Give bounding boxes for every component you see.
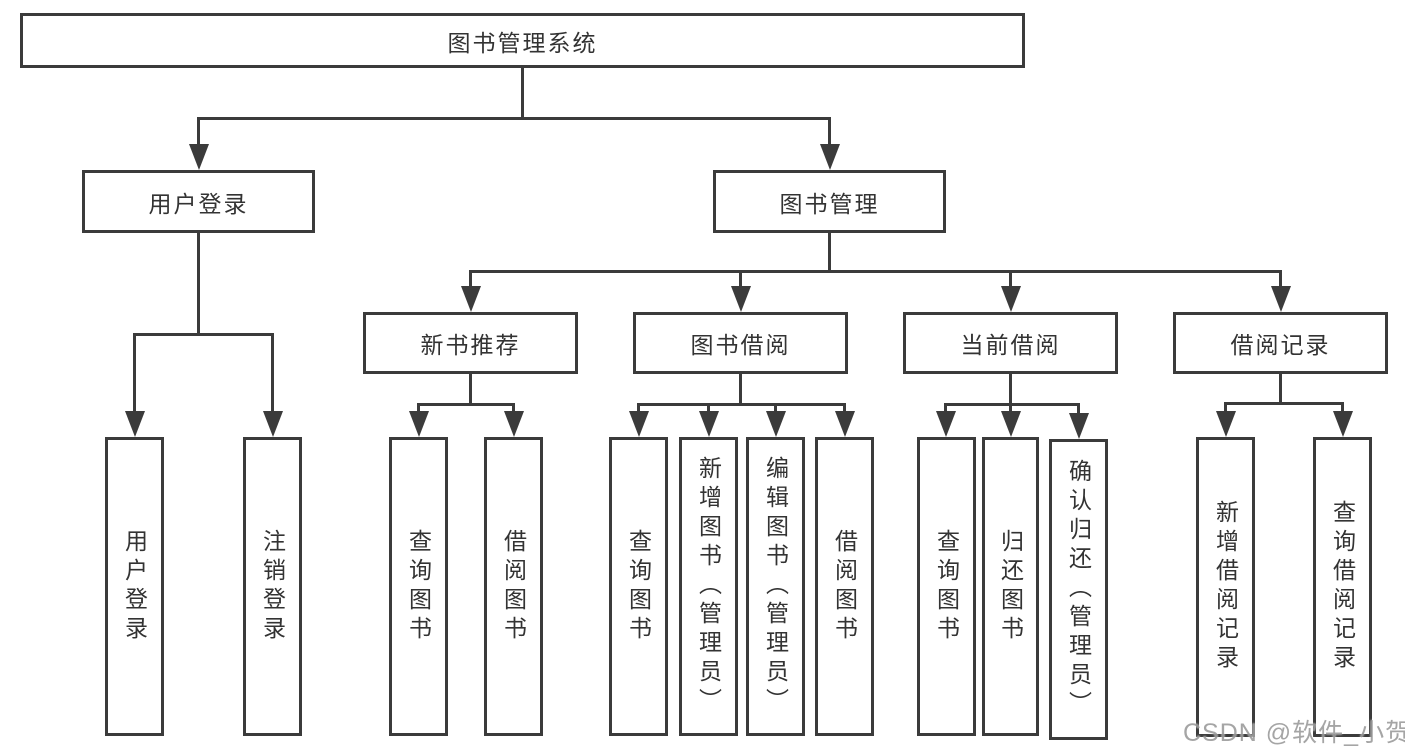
node-label: 归还图书: [997, 528, 1024, 645]
node-label: 新增图书（管理员）: [695, 456, 722, 717]
arrowhead-down-icon: [1001, 411, 1021, 437]
connector-drop-user-login: [197, 117, 200, 146]
connector-level2-bus: [197, 117, 831, 120]
arrowhead-down-icon: [731, 286, 751, 312]
connector-drop-leaf: [1077, 403, 1080, 415]
node-label: 编辑图书（管理员）: [762, 456, 789, 717]
csdn-watermark: CSDN @软件_小贺同学: [1183, 719, 1405, 747]
arrowhead-down-icon: [1001, 286, 1021, 312]
node-user-login: 用户登录: [82, 170, 315, 233]
node-current-borrowing: 当前借阅: [903, 312, 1118, 374]
leaf-return-book: 归还图书: [982, 437, 1039, 736]
leaf-add-borrow-record: 新增借阅记录: [1196, 437, 1255, 737]
connector-drop-leaf: [774, 403, 777, 415]
leaf-query-borrow-record: 查询借阅记录: [1313, 437, 1372, 737]
arrowhead-down-icon: [766, 411, 786, 437]
node-label: 注销登录: [259, 528, 286, 645]
arrowhead-down-icon: [936, 411, 956, 437]
connector-new-book-bus: [417, 403, 515, 406]
connector-drop-book-borrow: [739, 270, 742, 288]
leaf-borrow-book-borrowing: 借阅图书: [815, 437, 874, 736]
node-label: 图书管理系统: [447, 29, 598, 56]
arrowhead-down-icon: [504, 411, 524, 437]
arrowhead-down-icon: [409, 411, 429, 437]
connector-drop-borrow-records: [1279, 270, 1282, 288]
connector-drop-leaf: [1341, 402, 1344, 415]
node-book-borrowing: 图书借阅: [633, 312, 848, 374]
leaf-query-book-recommend: 查询图书: [389, 437, 448, 736]
node-label: 查询图书: [933, 528, 960, 645]
leaf-query-book-current: 查询图书: [917, 437, 976, 736]
connector-borrow-records-stem: [1279, 374, 1282, 404]
node-label: 借阅记录: [1230, 332, 1331, 358]
leaf-borrow-book-recommend: 借阅图书: [484, 437, 543, 736]
connector-root-stem: [521, 66, 524, 118]
leaf-logout: 注销登录: [243, 437, 302, 736]
node-label: 新书推荐: [420, 332, 521, 358]
connector-level3-bus: [469, 270, 1282, 273]
arrowhead-down-icon: [820, 144, 840, 170]
connector-drop-leaf-user-login: [133, 333, 136, 413]
connector-drop-leaf: [512, 403, 515, 415]
connector-current-borrow-stem: [1009, 374, 1012, 406]
node-label: 确认归还（管理员）: [1065, 459, 1092, 720]
arrowhead-down-icon: [461, 286, 481, 312]
arrowhead-down-icon: [629, 411, 649, 437]
node-book-management: 图书管理: [713, 170, 946, 233]
connector-drop-leaf: [1009, 403, 1012, 415]
leaf-query-book-borrowing: 查询图书: [609, 437, 668, 736]
node-label: 用户登录: [121, 528, 148, 645]
connector-drop-leaf: [1224, 402, 1227, 415]
connector-current-borrow-bus: [944, 403, 1080, 406]
connector-drop-leaf: [944, 403, 947, 415]
connector-user-login-bus: [133, 333, 274, 336]
connector-drop-leaf: [843, 403, 846, 415]
node-borrowing-records: 借阅记录: [1173, 312, 1388, 374]
node-label: 查询图书: [405, 528, 432, 645]
node-label: 用户登录: [148, 190, 249, 217]
connector-drop-new-book-rec: [469, 270, 472, 288]
arrowhead-down-icon: [699, 411, 719, 437]
arrowhead-down-icon: [1216, 411, 1236, 437]
arrowhead-down-icon: [189, 144, 209, 170]
node-label: 图书管理: [779, 190, 880, 217]
arrowhead-down-icon: [263, 411, 283, 437]
leaf-edit-book-admin: 编辑图书（管理员）: [746, 437, 805, 736]
arrowhead-down-icon: [1271, 286, 1291, 312]
connector-drop-leaf: [707, 403, 710, 415]
leaf-user-login: 用户登录: [105, 437, 164, 736]
node-label: 查询借阅记录: [1329, 500, 1356, 674]
connector-book-borrow-stem: [739, 374, 742, 406]
connector-drop-leaf: [637, 403, 640, 415]
connector-drop-leaf: [417, 403, 420, 415]
connector-drop-leaf-logout: [271, 333, 274, 413]
arrowhead-down-icon: [1069, 413, 1089, 439]
arrowhead-down-icon: [125, 411, 145, 437]
node-label: 借阅图书: [831, 528, 858, 645]
connector-new-book-stem: [469, 374, 472, 406]
node-library-management-system: 图书管理系统: [20, 13, 1025, 68]
connector-drop-current-borrow: [1009, 270, 1012, 288]
leaf-confirm-return-admin: 确认归还（管理员）: [1049, 439, 1108, 740]
connector-book-borrow-bus: [637, 403, 846, 406]
node-new-book-recommend: 新书推荐: [363, 312, 578, 374]
arrowhead-down-icon: [1333, 411, 1353, 437]
leaf-add-book-admin: 新增图书（管理员）: [679, 437, 738, 736]
node-label: 新增借阅记录: [1212, 500, 1239, 674]
arrowhead-down-icon: [835, 411, 855, 437]
connector-book-mgmt-stem: [828, 233, 831, 273]
node-label: 当前借阅: [960, 332, 1061, 358]
node-label: 图书借阅: [690, 332, 791, 358]
node-label: 借阅图书: [500, 528, 527, 645]
connector-drop-book-mgmt: [828, 117, 831, 146]
connector-user-login-stem: [197, 233, 200, 336]
node-label: 查询图书: [625, 528, 652, 645]
connector-borrow-records-bus: [1224, 402, 1344, 405]
